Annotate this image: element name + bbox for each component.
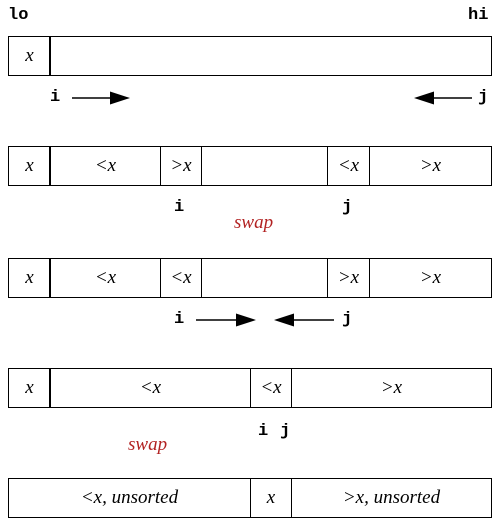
cell-greater-than-pivot: >x <box>419 267 442 288</box>
pointer-i: i <box>174 198 185 217</box>
cell-unpartitioned <box>202 259 327 297</box>
right-arrow-icon <box>196 313 256 327</box>
right-arrow-icon <box>72 91 130 105</box>
cell-divider <box>201 147 202 185</box>
cell-less-than-pivot: <x <box>94 267 117 288</box>
cell-divider <box>291 479 292 517</box>
cell-pivot: x <box>25 267 34 288</box>
swap-label: swap <box>234 212 274 233</box>
hi-label: hi <box>468 6 489 25</box>
cell-less-than-pivot: <x <box>94 155 117 176</box>
cell-pivot: x <box>25 377 34 398</box>
cell-less-than-pivot: <x <box>260 377 282 398</box>
cell-divider <box>160 147 161 185</box>
cell-divider <box>369 259 370 297</box>
cell-greater-than-pivot: >x <box>170 155 192 176</box>
cell-divider <box>49 147 51 185</box>
cell-less-than-pivot: <x <box>337 155 360 176</box>
cell-pivot: x <box>266 487 276 508</box>
pointer-j: j <box>342 310 353 329</box>
cell-greater-than-pivot-unsorted: >x, unsorted <box>342 487 441 508</box>
array-bar-stage-2: x <x >x <x >x <box>8 146 492 186</box>
cell-pivot: x <box>25 45 34 66</box>
cell-greater-than-pivot: >x <box>419 155 442 176</box>
array-bar-stage-3: x <x <x >x >x <box>8 258 492 298</box>
swap-label: swap <box>128 434 168 455</box>
cell-divider <box>327 147 328 185</box>
cell-divider <box>250 479 251 517</box>
array-bar-stage-5: <x, unsorted x >x, unsorted <box>8 478 492 518</box>
cell-divider <box>160 259 161 297</box>
cell-greater-than-pivot: >x <box>380 377 403 398</box>
lo-label: lo <box>8 6 29 25</box>
cell-divider <box>49 259 51 297</box>
cell-less-than-pivot: <x <box>139 377 162 398</box>
cell-divider <box>369 147 370 185</box>
cell-divider <box>327 259 328 297</box>
array-bar-stage-1: x <box>8 36 492 76</box>
cell-less-than-pivot-unsorted: <x, unsorted <box>80 487 179 508</box>
array-bar-stage-4: x <x <x >x <box>8 368 492 408</box>
cell-greater-than-pivot: >x <box>337 267 360 288</box>
cell-divider <box>291 369 292 407</box>
cell-divider <box>250 369 251 407</box>
pointer-j: j <box>342 198 353 217</box>
cell-less-than-pivot: <x <box>170 267 192 288</box>
pointer-j: j <box>478 88 489 107</box>
cell-unpartitioned <box>202 147 327 185</box>
pointer-j: j <box>280 422 291 441</box>
cell-unpartitioned <box>51 37 491 75</box>
left-arrow-icon <box>274 313 334 327</box>
cell-divider <box>49 37 51 75</box>
cell-pivot: x <box>25 155 34 176</box>
left-arrow-icon <box>414 91 472 105</box>
cell-divider <box>49 369 51 407</box>
pointer-i: i <box>174 310 185 329</box>
pointer-i: i <box>258 422 269 441</box>
pointer-i: i <box>50 88 61 107</box>
cell-divider <box>201 259 202 297</box>
